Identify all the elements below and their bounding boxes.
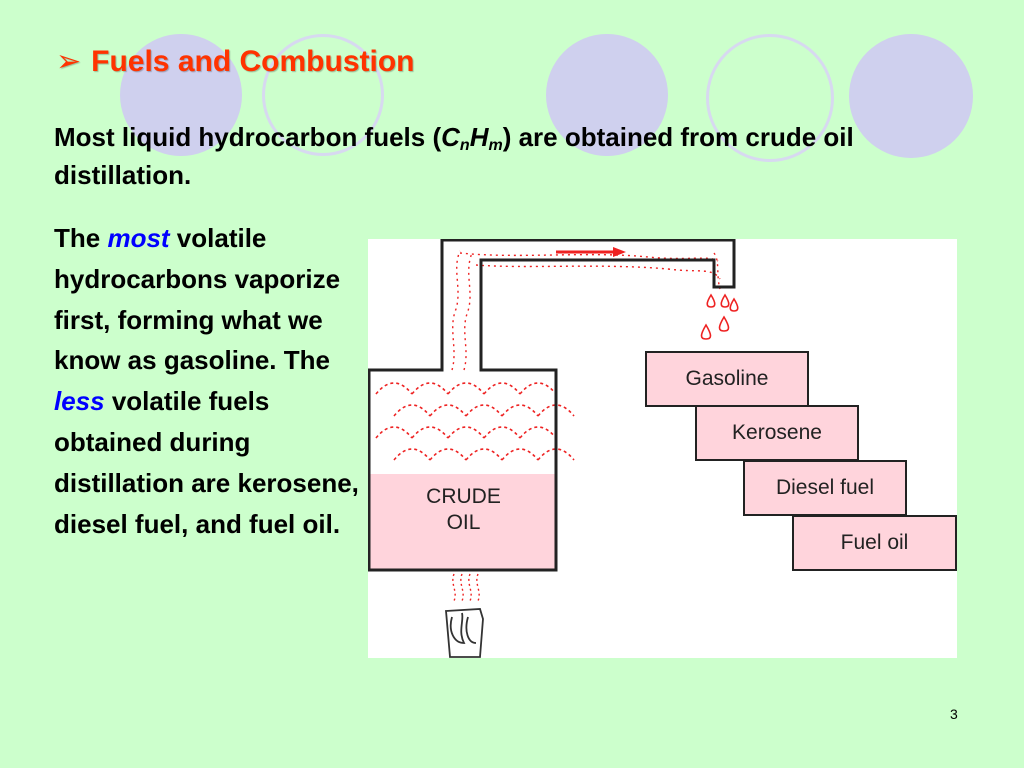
condensate-droplets-icon bbox=[700, 293, 739, 340]
body-paragraph: The most volatile hydrocarbons vaporize … bbox=[54, 218, 364, 544]
vapor-bubble bbox=[519, 382, 557, 395]
emphasis-less: less bbox=[54, 386, 105, 417]
vapor-bubble bbox=[393, 448, 431, 461]
crude-oil-label: CRUDE OIL bbox=[370, 484, 557, 536]
vapor-bubble bbox=[465, 404, 503, 417]
body-text-1: The bbox=[54, 223, 108, 253]
lead-text-2: ) are obtained from crude oil distillati… bbox=[54, 122, 854, 190]
distillation-diagram: CRUDE OIL Gasoline Kerosene Diesel fuel … bbox=[368, 239, 957, 658]
vapor-bubble bbox=[483, 426, 521, 439]
crude-oil-liquid bbox=[369, 474, 556, 570]
distillation-apparatus-illustration bbox=[368, 239, 739, 658]
crude-label-line-1: CRUDE bbox=[426, 485, 501, 508]
vapor-bubble bbox=[393, 404, 431, 417]
slide-title: ➢ Fuels and Combustion bbox=[56, 44, 414, 79]
fraction-diesel-fuel: Diesel fuel bbox=[743, 460, 907, 516]
vapor-bubble bbox=[501, 404, 539, 417]
vapor-bubble bbox=[501, 448, 539, 461]
formula-n: n bbox=[459, 137, 470, 154]
crude-label-line-2: OIL bbox=[446, 511, 481, 534]
distillation-flask-outline bbox=[368, 239, 736, 572]
vapor-bubble bbox=[483, 382, 521, 395]
vapor-bubbles bbox=[375, 382, 575, 461]
vapor-bubble bbox=[519, 426, 557, 439]
fraction-gasoline: Gasoline bbox=[645, 351, 809, 407]
formula-h: H bbox=[469, 122, 489, 152]
fraction-fuel-oil: Fuel oil bbox=[792, 515, 957, 571]
formula-c: C bbox=[441, 122, 460, 152]
formula-m: m bbox=[488, 137, 503, 154]
emphasis-most: most bbox=[107, 223, 170, 253]
decor-ring-1 bbox=[262, 34, 384, 156]
vapor-bubble bbox=[447, 426, 485, 439]
decor-circle-3 bbox=[849, 34, 973, 158]
decor-ring-2 bbox=[706, 34, 834, 162]
body-text-3: volatile fuels obtained during distillat… bbox=[54, 386, 359, 539]
lead-text-1: Most liquid hydrocarbon fuels ( bbox=[54, 122, 442, 152]
burner-flame-icon bbox=[445, 608, 484, 658]
body-text-2: volatile hydrocarbons vaporize first, fo… bbox=[54, 223, 341, 376]
lead-sentence: Most liquid hydrocarbon fuels (CnHm) are… bbox=[54, 118, 914, 194]
page-number: 3 bbox=[950, 706, 958, 722]
vapor-bubble bbox=[375, 426, 413, 439]
vapor-bubble bbox=[375, 382, 413, 395]
decor-circle-1 bbox=[120, 34, 242, 156]
heat-waves bbox=[452, 573, 480, 602]
vapor-bubble bbox=[411, 382, 449, 395]
flow-arrow-icon bbox=[556, 247, 626, 257]
vapor-bubble bbox=[411, 426, 449, 439]
vapor-bubble bbox=[447, 382, 485, 395]
vapor-bubble bbox=[465, 448, 503, 461]
fraction-kerosene: Kerosene bbox=[695, 405, 859, 461]
arrow-bullet-icon: ➢ bbox=[56, 45, 82, 78]
decor-circle-2 bbox=[546, 34, 668, 156]
vapor-bubble bbox=[429, 404, 467, 417]
pipe-vapor bbox=[451, 250, 721, 371]
vapor-bubble bbox=[429, 448, 467, 461]
slide-title-text: Fuels and Combustion bbox=[91, 45, 415, 78]
